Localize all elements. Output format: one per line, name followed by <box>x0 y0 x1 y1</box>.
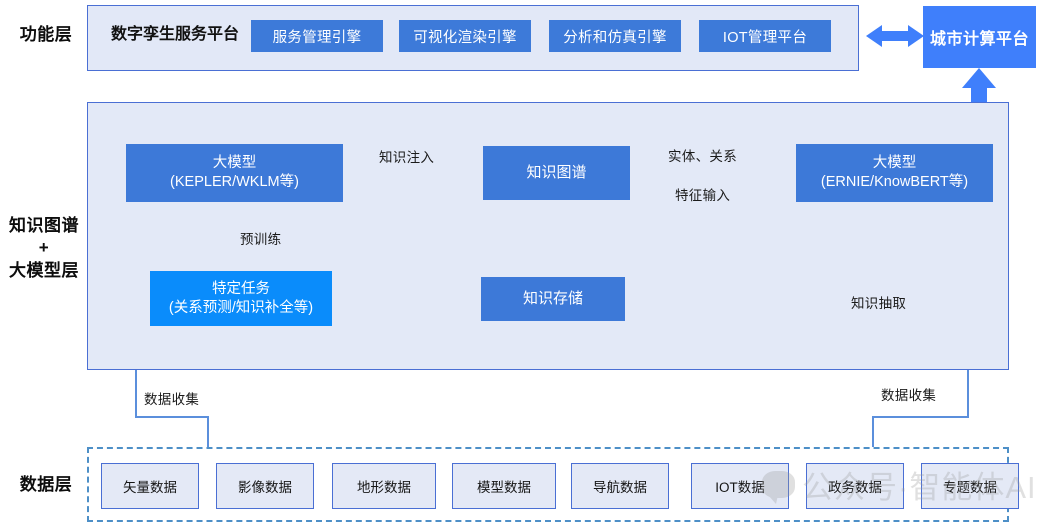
engine-visual-rendering[interactable]: 可视化渲染引擎 <box>399 20 531 52</box>
data-item-iot[interactable]: IOT数据 <box>691 463 789 509</box>
node-line1: 知识存储 <box>522 290 583 308</box>
edge-label-data-collection-right: 数据收集 <box>881 388 937 403</box>
double-arrow-icon <box>866 25 924 47</box>
edge-label-knowledge-injection: 知识注入 <box>379 150 435 165</box>
edge-label-data-collection-left: 数据收集 <box>144 392 200 407</box>
data-item-model[interactable]: 模型数据 <box>452 463 556 509</box>
node-line2: (ERNIE/KnowBERT等) <box>820 174 969 190</box>
city-computing-platform[interactable]: 城市计算平台 <box>923 6 1036 68</box>
node-line2: (KEPLER/WKLM等) <box>170 174 299 190</box>
knowledge-layer-panel <box>87 102 1009 370</box>
layer-label-data: 数据层 <box>19 475 73 494</box>
data-item-vector[interactable]: 矢量数据 <box>101 463 199 509</box>
data-item-thematic[interactable]: 专题数据 <box>921 463 1019 509</box>
edge-label-pretrain: 预训练 <box>240 232 282 247</box>
edge-label-feature-input: 特征输入 <box>675 188 731 203</box>
node-line1: 大模型 <box>872 155 917 172</box>
edge-label-knowledge-extraction: 知识抽取 <box>851 296 907 311</box>
up-arrow-icon <box>962 68 996 104</box>
node-large-model-ernie[interactable]: 大模型 (ERNIE/KnowBERT等) <box>796 144 993 202</box>
data-item-government[interactable]: 政务数据 <box>806 463 904 509</box>
data-item-imagery[interactable]: 影像数据 <box>216 463 314 509</box>
digital-twin-platform-title: 数字孪生服务平台 <box>110 26 239 43</box>
engine-service-management[interactable]: 服务管理引擎 <box>251 20 383 52</box>
layer-label-knowledge: 知识图谱 + 大模型层 <box>9 216 79 280</box>
node-specific-task[interactable]: 特定任务 (关系预测/知识补全等) <box>150 271 332 326</box>
node-line2: (关系预测/知识补全等) <box>168 299 314 316</box>
node-large-model-kepler[interactable]: 大模型 (KEPLER/WKLM等) <box>126 144 343 202</box>
node-knowledge-graph[interactable]: 知识图谱 <box>483 146 630 200</box>
data-item-terrain[interactable]: 地形数据 <box>332 463 436 509</box>
edge-label-entity-relation: 实体、关系 <box>668 149 737 164</box>
engine-analysis-simulation[interactable]: 分析和仿真引擎 <box>549 20 681 52</box>
data-item-navigation[interactable]: 导航数据 <box>571 463 669 509</box>
engine-iot-management[interactable]: IOT管理平台 <box>699 20 831 52</box>
node-knowledge-storage[interactable]: 知识存储 <box>481 277 625 321</box>
node-line1: 特定任务 <box>212 280 270 297</box>
layer-label-functional: 功能层 <box>19 25 73 44</box>
node-line1: 大模型 <box>212 155 257 172</box>
node-line1: 知识图谱 <box>526 164 587 182</box>
